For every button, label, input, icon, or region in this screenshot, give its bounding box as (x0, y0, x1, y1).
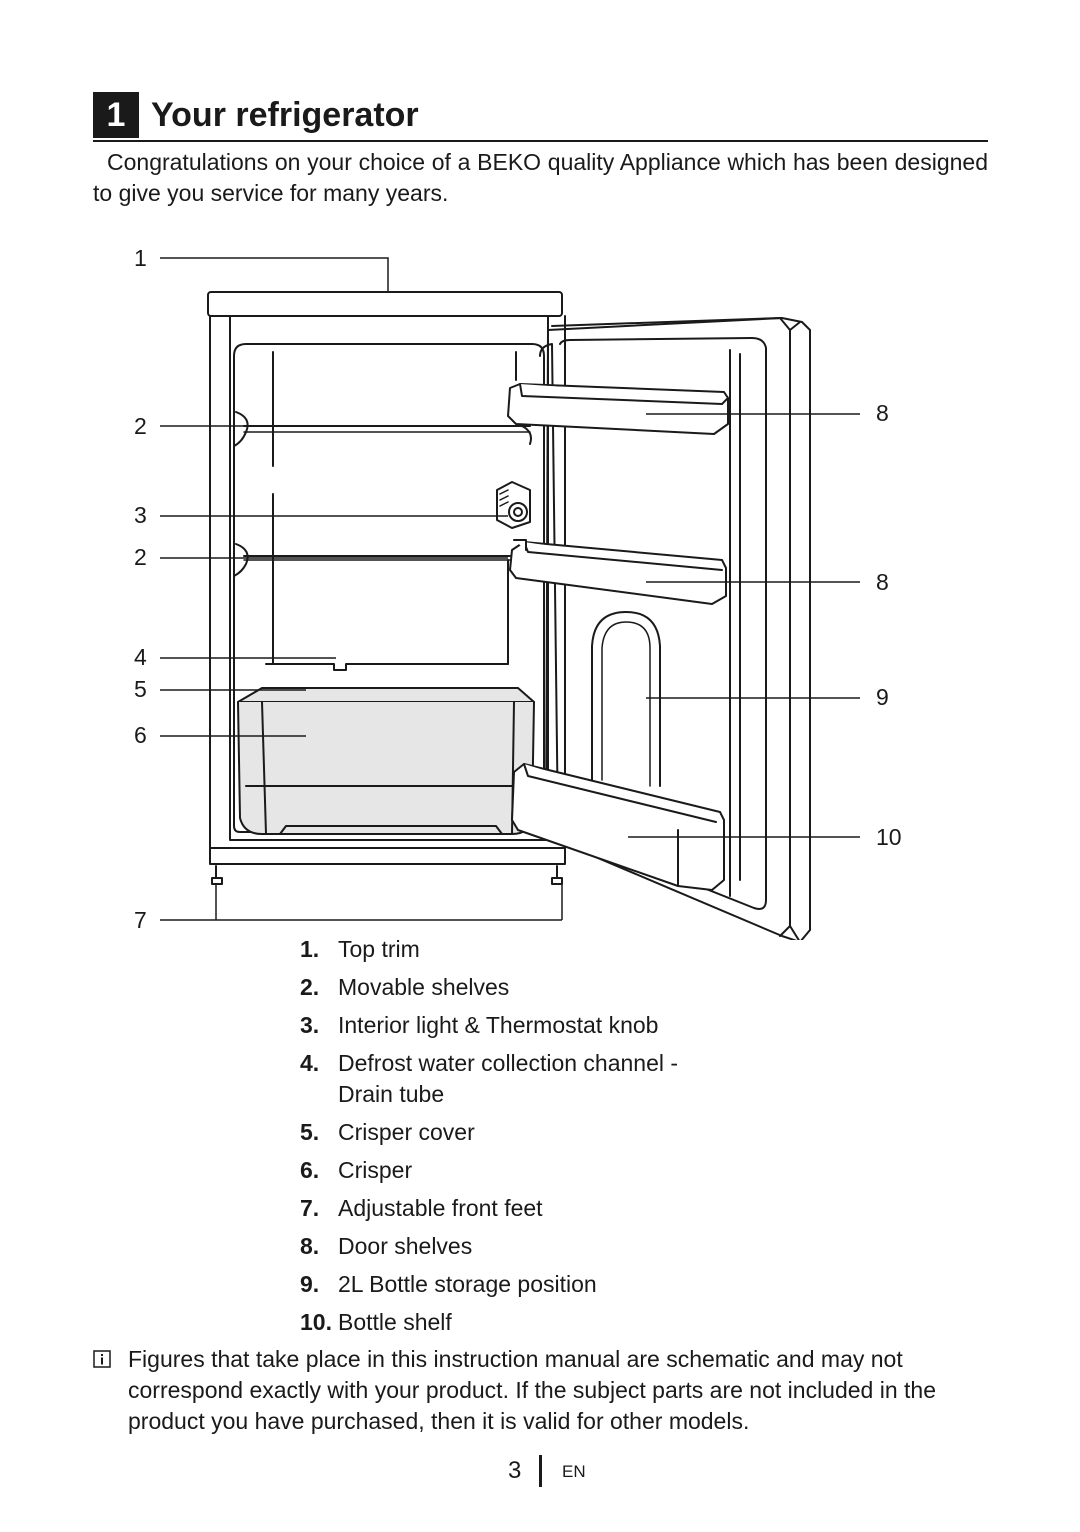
bottle-storage-arch (591, 611, 661, 787)
parts-list: 1.Top trim 2.Movable shelves 3.Interior … (300, 934, 820, 1345)
refrigerator-diagram: 1 2 3 2 4 5 6 7 8 8 9 10 (134, 245, 902, 940)
callout-1: 1 (134, 245, 147, 271)
section-number: 1 (93, 92, 139, 138)
list-item: 7.Adjustable front feet (300, 1195, 543, 1221)
info-icon (93, 1350, 111, 1368)
list-item: 2.Movable shelves (300, 974, 510, 1000)
list-item: 9.2L Bottle storage position (300, 1271, 597, 1297)
door-shelf-upper (507, 383, 729, 435)
leader-lines (160, 257, 860, 921)
list-item: 3.Interior light & Thermostat knob (300, 1012, 659, 1038)
callout-10: 10 (876, 824, 902, 850)
list-item: 10.Bottle shelf (300, 1309, 452, 1335)
callout-4: 4 (134, 644, 147, 670)
cabinet-outer (209, 315, 566, 865)
footer-divider (539, 1455, 542, 1487)
callout-6: 6 (134, 722, 147, 748)
intro-text: Congratulations on your choice of a BEKO… (93, 149, 988, 206)
crisper (237, 687, 535, 835)
callout-2a: 2 (134, 413, 147, 439)
list-item: 6.Crisper (300, 1157, 413, 1183)
list-item: 4.Defrost water collection channel - Dra… (300, 1050, 679, 1107)
adjustable-feet (211, 865, 563, 885)
callout-2b: 2 (134, 544, 147, 570)
list-item: 8.Door shelves (300, 1233, 473, 1259)
section-header: 1 Your refrigerator (93, 92, 988, 142)
page-number: 3 (508, 1457, 522, 1484)
callout-5: 5 (134, 676, 147, 702)
note-text: Figures that take place in this instruct… (128, 1346, 936, 1434)
callout-7: 7 (134, 907, 147, 933)
door-shelf-middle (509, 539, 727, 605)
callout-3: 3 (134, 502, 147, 528)
callout-8b: 8 (876, 569, 889, 595)
page-footer: 3 EN (0, 1455, 1080, 1495)
callout-9: 9 (876, 684, 889, 710)
bottle-shelf (511, 763, 725, 891)
language-code: EN (562, 1462, 586, 1481)
callout-8a: 8 (876, 400, 889, 426)
list-item: 1.Top trim (300, 936, 420, 962)
open-door (539, 317, 811, 940)
list-item: 5.Crisper cover (300, 1119, 475, 1145)
thermostat-knob (496, 481, 531, 529)
drain-channel (265, 663, 509, 671)
top-trim (207, 291, 563, 317)
section-title: Your refrigerator (151, 96, 419, 134)
